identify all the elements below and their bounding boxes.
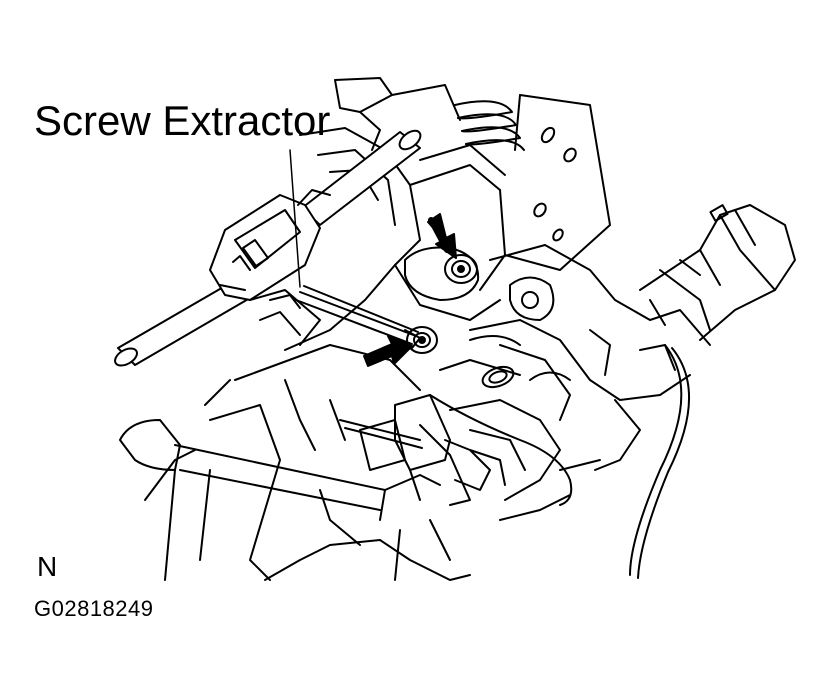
screw-extractor-bit xyxy=(296,286,420,348)
wire-harness xyxy=(340,345,689,578)
lock-cylinder-housing xyxy=(420,245,710,520)
callout-leader-line xyxy=(290,150,300,287)
steering-column-assembly xyxy=(120,78,610,580)
connector-plug-icon xyxy=(640,205,795,340)
spring-coil xyxy=(455,101,524,150)
pointer-arrow-icon xyxy=(428,214,456,258)
tap-wrench-icon xyxy=(112,127,424,369)
orientation-mark: N xyxy=(37,551,58,582)
pointer-arrow-icon xyxy=(364,336,412,366)
screw-extractor-label: Screw Extractor xyxy=(34,97,331,144)
lower-connector xyxy=(360,395,505,500)
bolt-head-icon xyxy=(445,255,477,283)
bolt-head-icon xyxy=(407,327,437,353)
figure-code: G02818249 xyxy=(34,596,154,621)
